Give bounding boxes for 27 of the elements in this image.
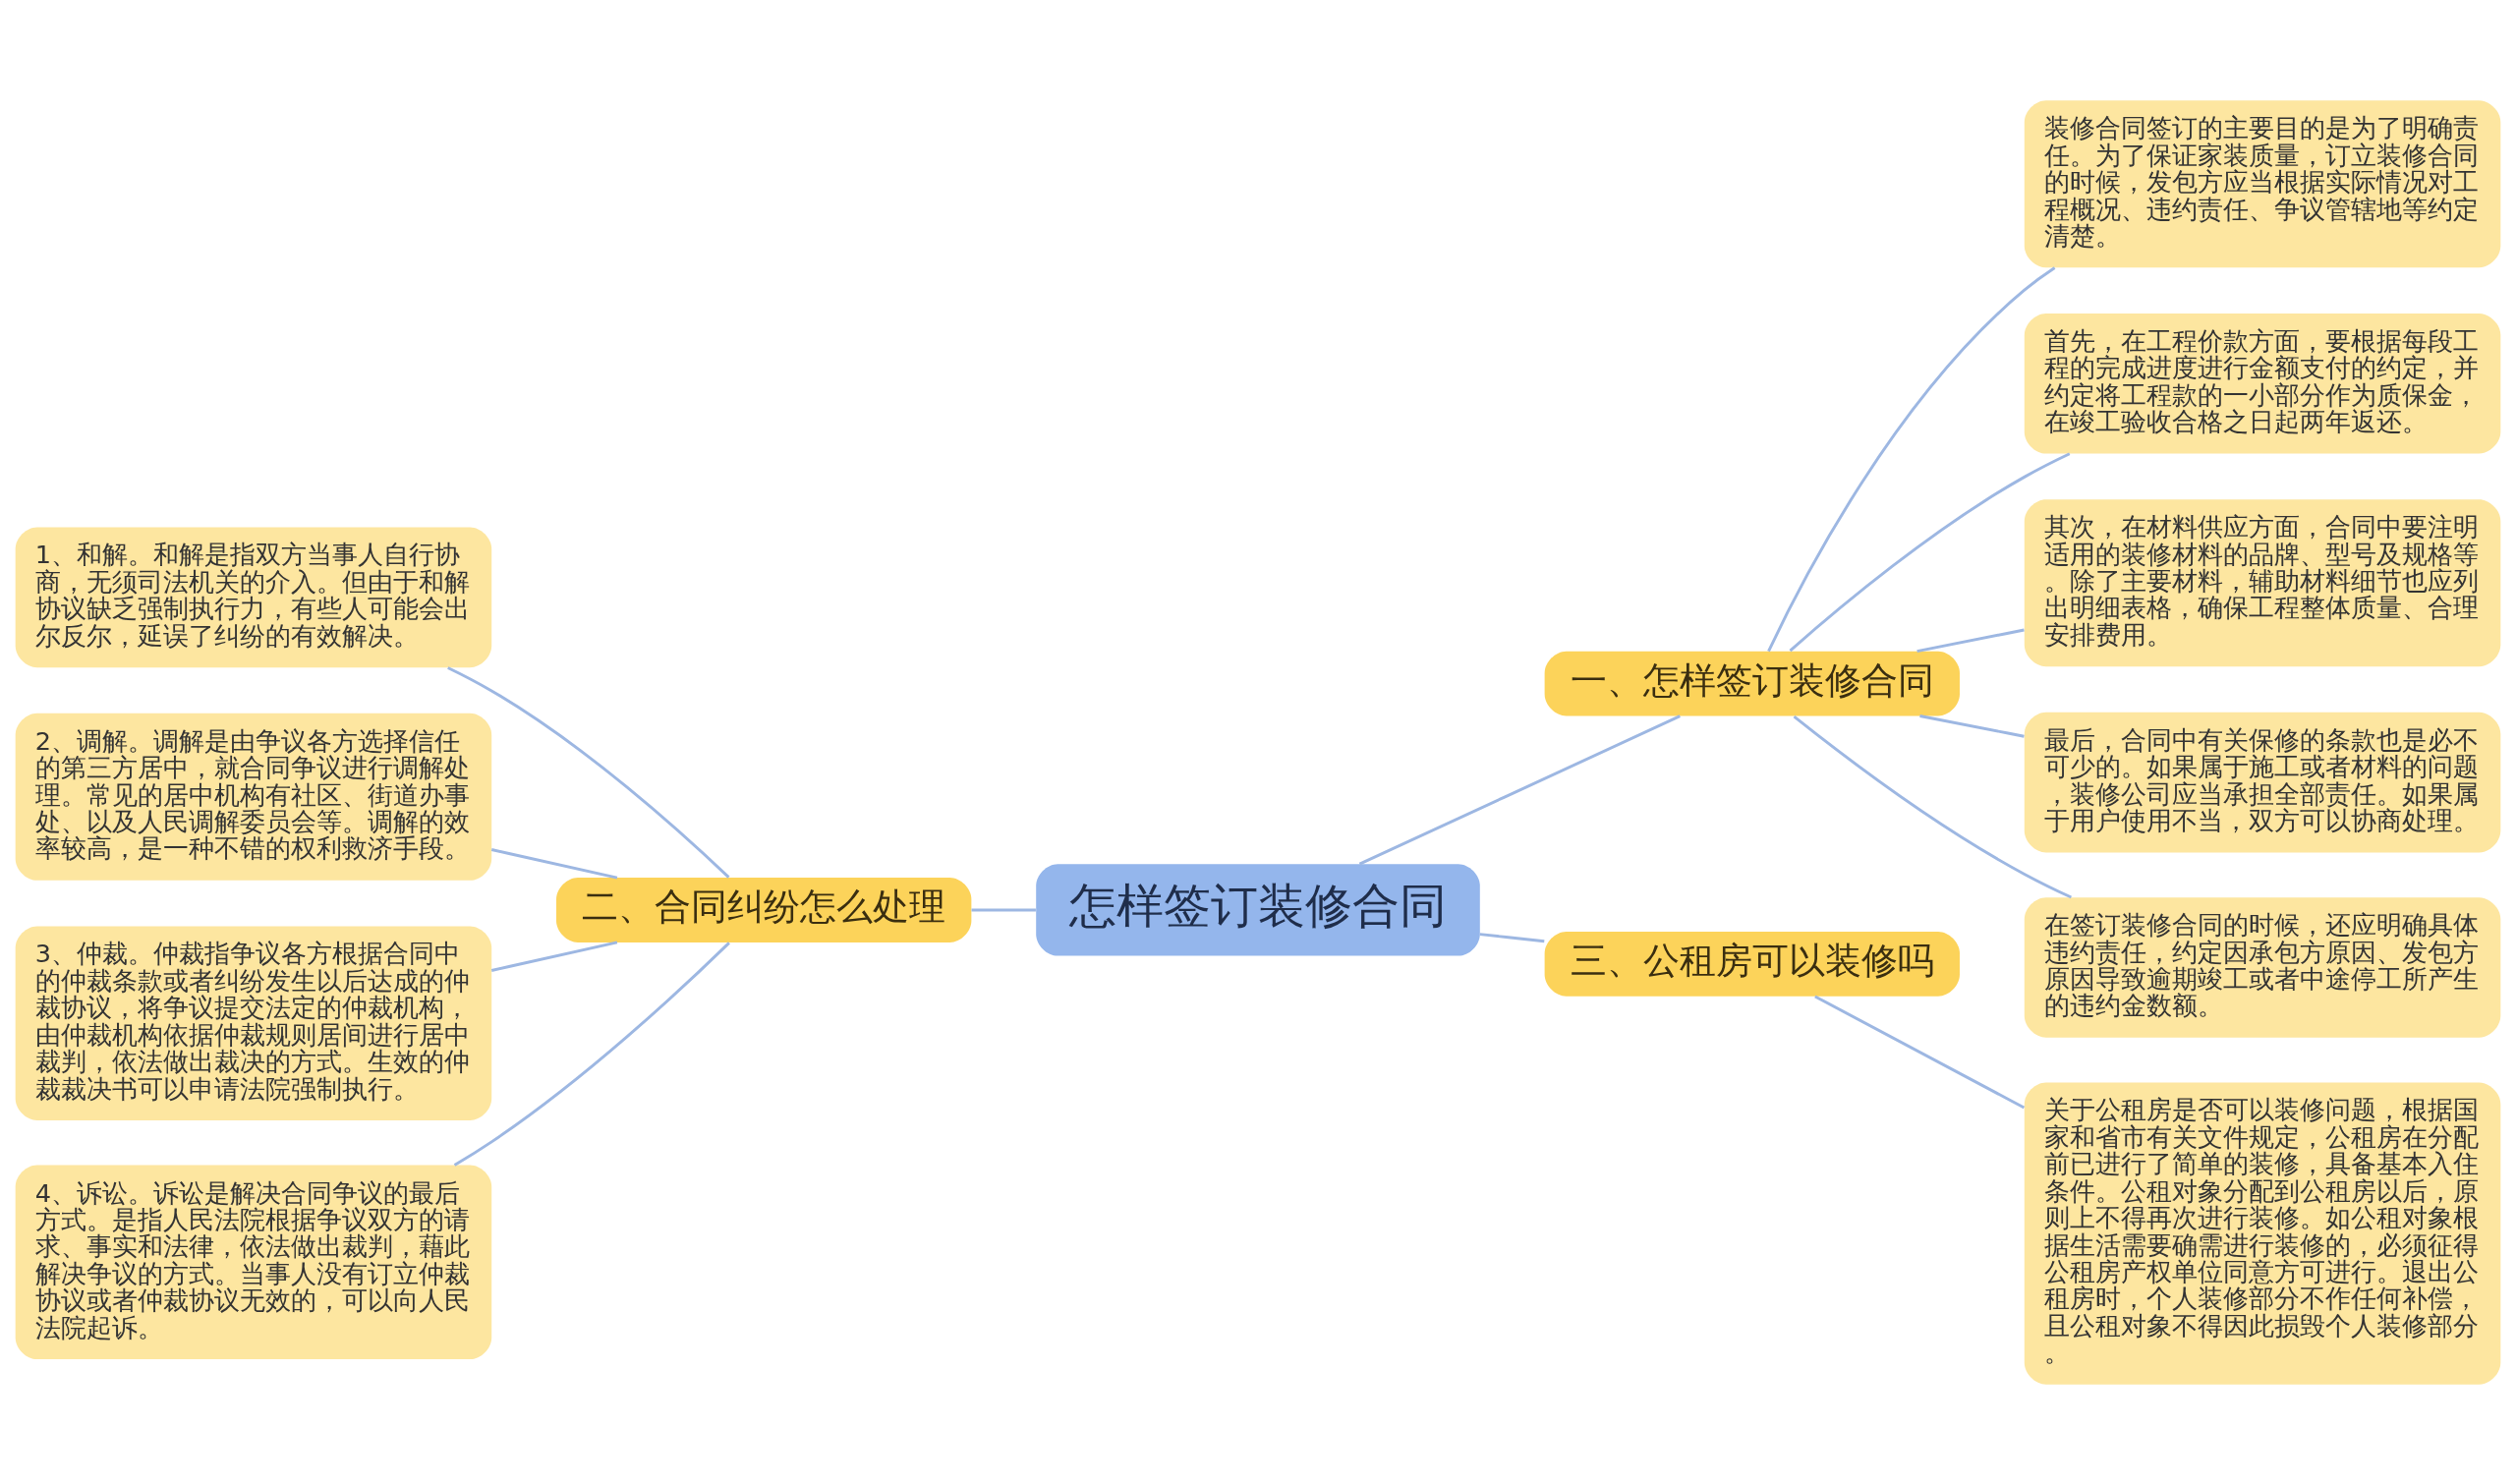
node-box: 最后，合同中有关保修的条款也是必不可少的。如果属于施工或者材料的问题，装修公司应当承担全部责任。如果属于用户使用不当，双方可以协商处理。 <box>2024 712 2501 852</box>
node-box: 首先，在工程价款方面，要根据每段工程的完成进度进行金额支付的约定，并约定将工程款的一小部分作为质保金，在竣工验收合格之日起两年返还。 <box>2024 313 2501 454</box>
node-box: 4、诉讼。诉讼是解决合同争议的最后方式。是指人民法院根据争议双方的请求、事实和法律，依法做出裁判，藉此解决争议的方式。当事人没有订立仲裁协议或者仲裁协议无效的，可以向人民法院起诉。 <box>15 1165 492 1359</box>
connector <box>1479 932 1545 942</box>
connector <box>1793 714 2073 898</box>
node-box: 一、怎样签订装修合同 <box>1544 651 1960 716</box>
connector <box>1814 995 2026 1109</box>
connector <box>447 665 730 879</box>
node-box: 在签订装修合同的时候，还应明确具体违约责任，约定因承包方原因、发包方原因导致逾期竣工或者中途停工所产生的违约金数额。 <box>2024 896 2501 1038</box>
node-box: 关于公租房是否可以装修问题，根据国家和省市有关文件规定，公租房在分配前已进行了简单的装修，具备基本入住条件。公租对象分配到公租房以后，原则上不得再次进行装修。如公租对象根据生活需要确需进行装修的，必须征得公租房产权单位同意方可进行。退出公租房时，个人装修部分不作任何补偿，且公租对象不得因此损毁个人装修部分。 <box>2024 1082 2501 1385</box>
connector <box>1767 265 2056 652</box>
node-box: 2、调解。调解是由争议各方选择信任的第三方居中，就合同争议进行调解处理。常见的居中机构有社区、街道办事处、以及人民调解委员会等。调解的效率较高，是一种不错的权利救济手段。 <box>15 713 492 881</box>
connector <box>971 908 1036 911</box>
node-box: 装修合同签订的主要目的是为了明确责任。为了保证家装质量，订立装修合同的时候，发包方应当根据实际情况对工程概况、违约责任、争议管辖地等约定清楚。 <box>2024 99 2501 267</box>
connector <box>490 847 618 879</box>
connector <box>1919 713 2025 738</box>
node-box: 怎样签订装修合同 <box>1036 863 1480 956</box>
connector <box>1789 451 2071 652</box>
node-box: 3、仲裁。仲裁指争议各方根据合同中的仲裁条款或者纠纷发生以后达成的仲裁协议，将争议提交法定的仲裁机构，由仲裁机构依据仲裁规则居间进行居中裁判，依法做出裁决的方式。生效的仲裁裁决书可以申请法院强制执行。 <box>15 925 492 1120</box>
connector <box>490 941 618 972</box>
node-box: 三、公租房可以装修吗 <box>1544 931 1960 997</box>
connector <box>453 941 730 1167</box>
node-box: 其次，在材料供应方面，合同中要注明适用的装修材料的品牌、型号及规格等。除了主要材料，辅助材料细节也应列出明细表格，确保工程整体质量、合理安排费用。 <box>2024 498 2501 666</box>
connector <box>1916 628 2025 653</box>
connector <box>1358 713 1681 865</box>
node-box: 1、和解。和解是指双方当事人自行协商，无须司法机关的介入。但由于和解协议缺乏强制执行力，有些人可能会出尔反尔，延误了纠纷的有效解决。 <box>15 527 492 667</box>
node-box: 二、合同纠纷怎么处理 <box>556 877 972 942</box>
